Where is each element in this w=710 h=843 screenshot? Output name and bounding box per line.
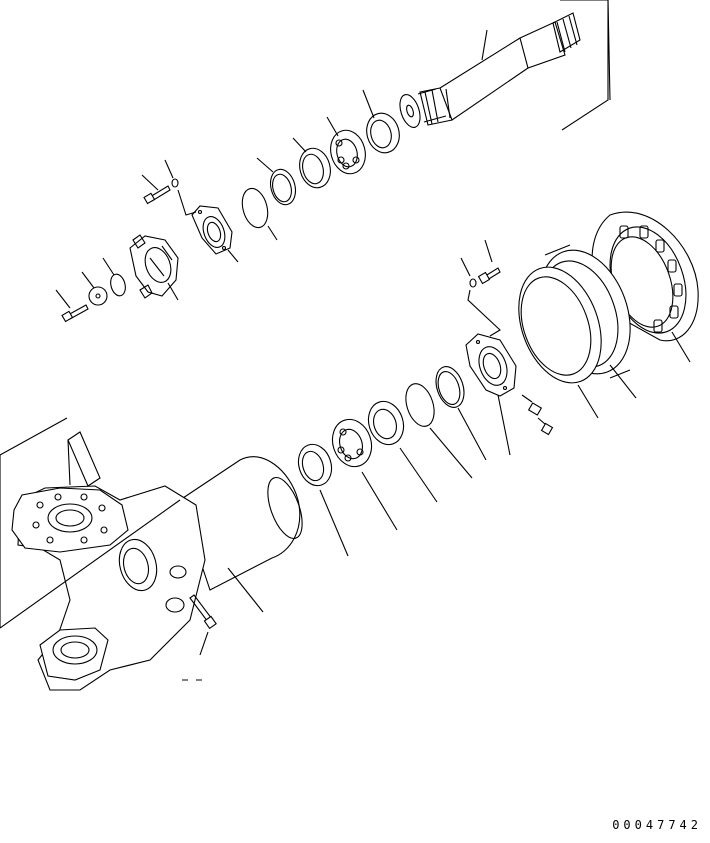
nipple (537, 417, 554, 436)
o-ring-outer (241, 187, 278, 241)
yoke-flange (129, 234, 179, 301)
bearing-cage-outer (191, 205, 239, 263)
bolt-upper-right (477, 239, 501, 285)
axle-shaft (399, 12, 581, 128)
snap-ring-outer (256, 157, 297, 206)
bearing-cup-outer (292, 137, 331, 189)
bearing-inner (331, 418, 398, 531)
washer-upper-right (460, 257, 477, 288)
bolt-small (55, 289, 89, 323)
callout-shaft (481, 0, 609, 131)
o-ring-inner (405, 383, 473, 479)
seal-ring-outer (362, 89, 400, 154)
bearing-cage-inner (465, 333, 517, 397)
bolt-upper-left (141, 174, 171, 205)
o-ring-small (102, 257, 126, 297)
seal-ring-inner (367, 400, 438, 503)
ball-bearing-outer (326, 116, 366, 175)
plate-washer (81, 271, 108, 306)
drawing-code: 00047742 (612, 818, 702, 832)
plug (521, 394, 543, 416)
washer-upper-left (164, 159, 179, 188)
axle-housing (0, 417, 303, 691)
seal-large (518, 266, 602, 419)
snap-ring-inner (435, 366, 487, 461)
bearing-cup-inner (297, 443, 349, 557)
grease-fitting (182, 594, 217, 681)
